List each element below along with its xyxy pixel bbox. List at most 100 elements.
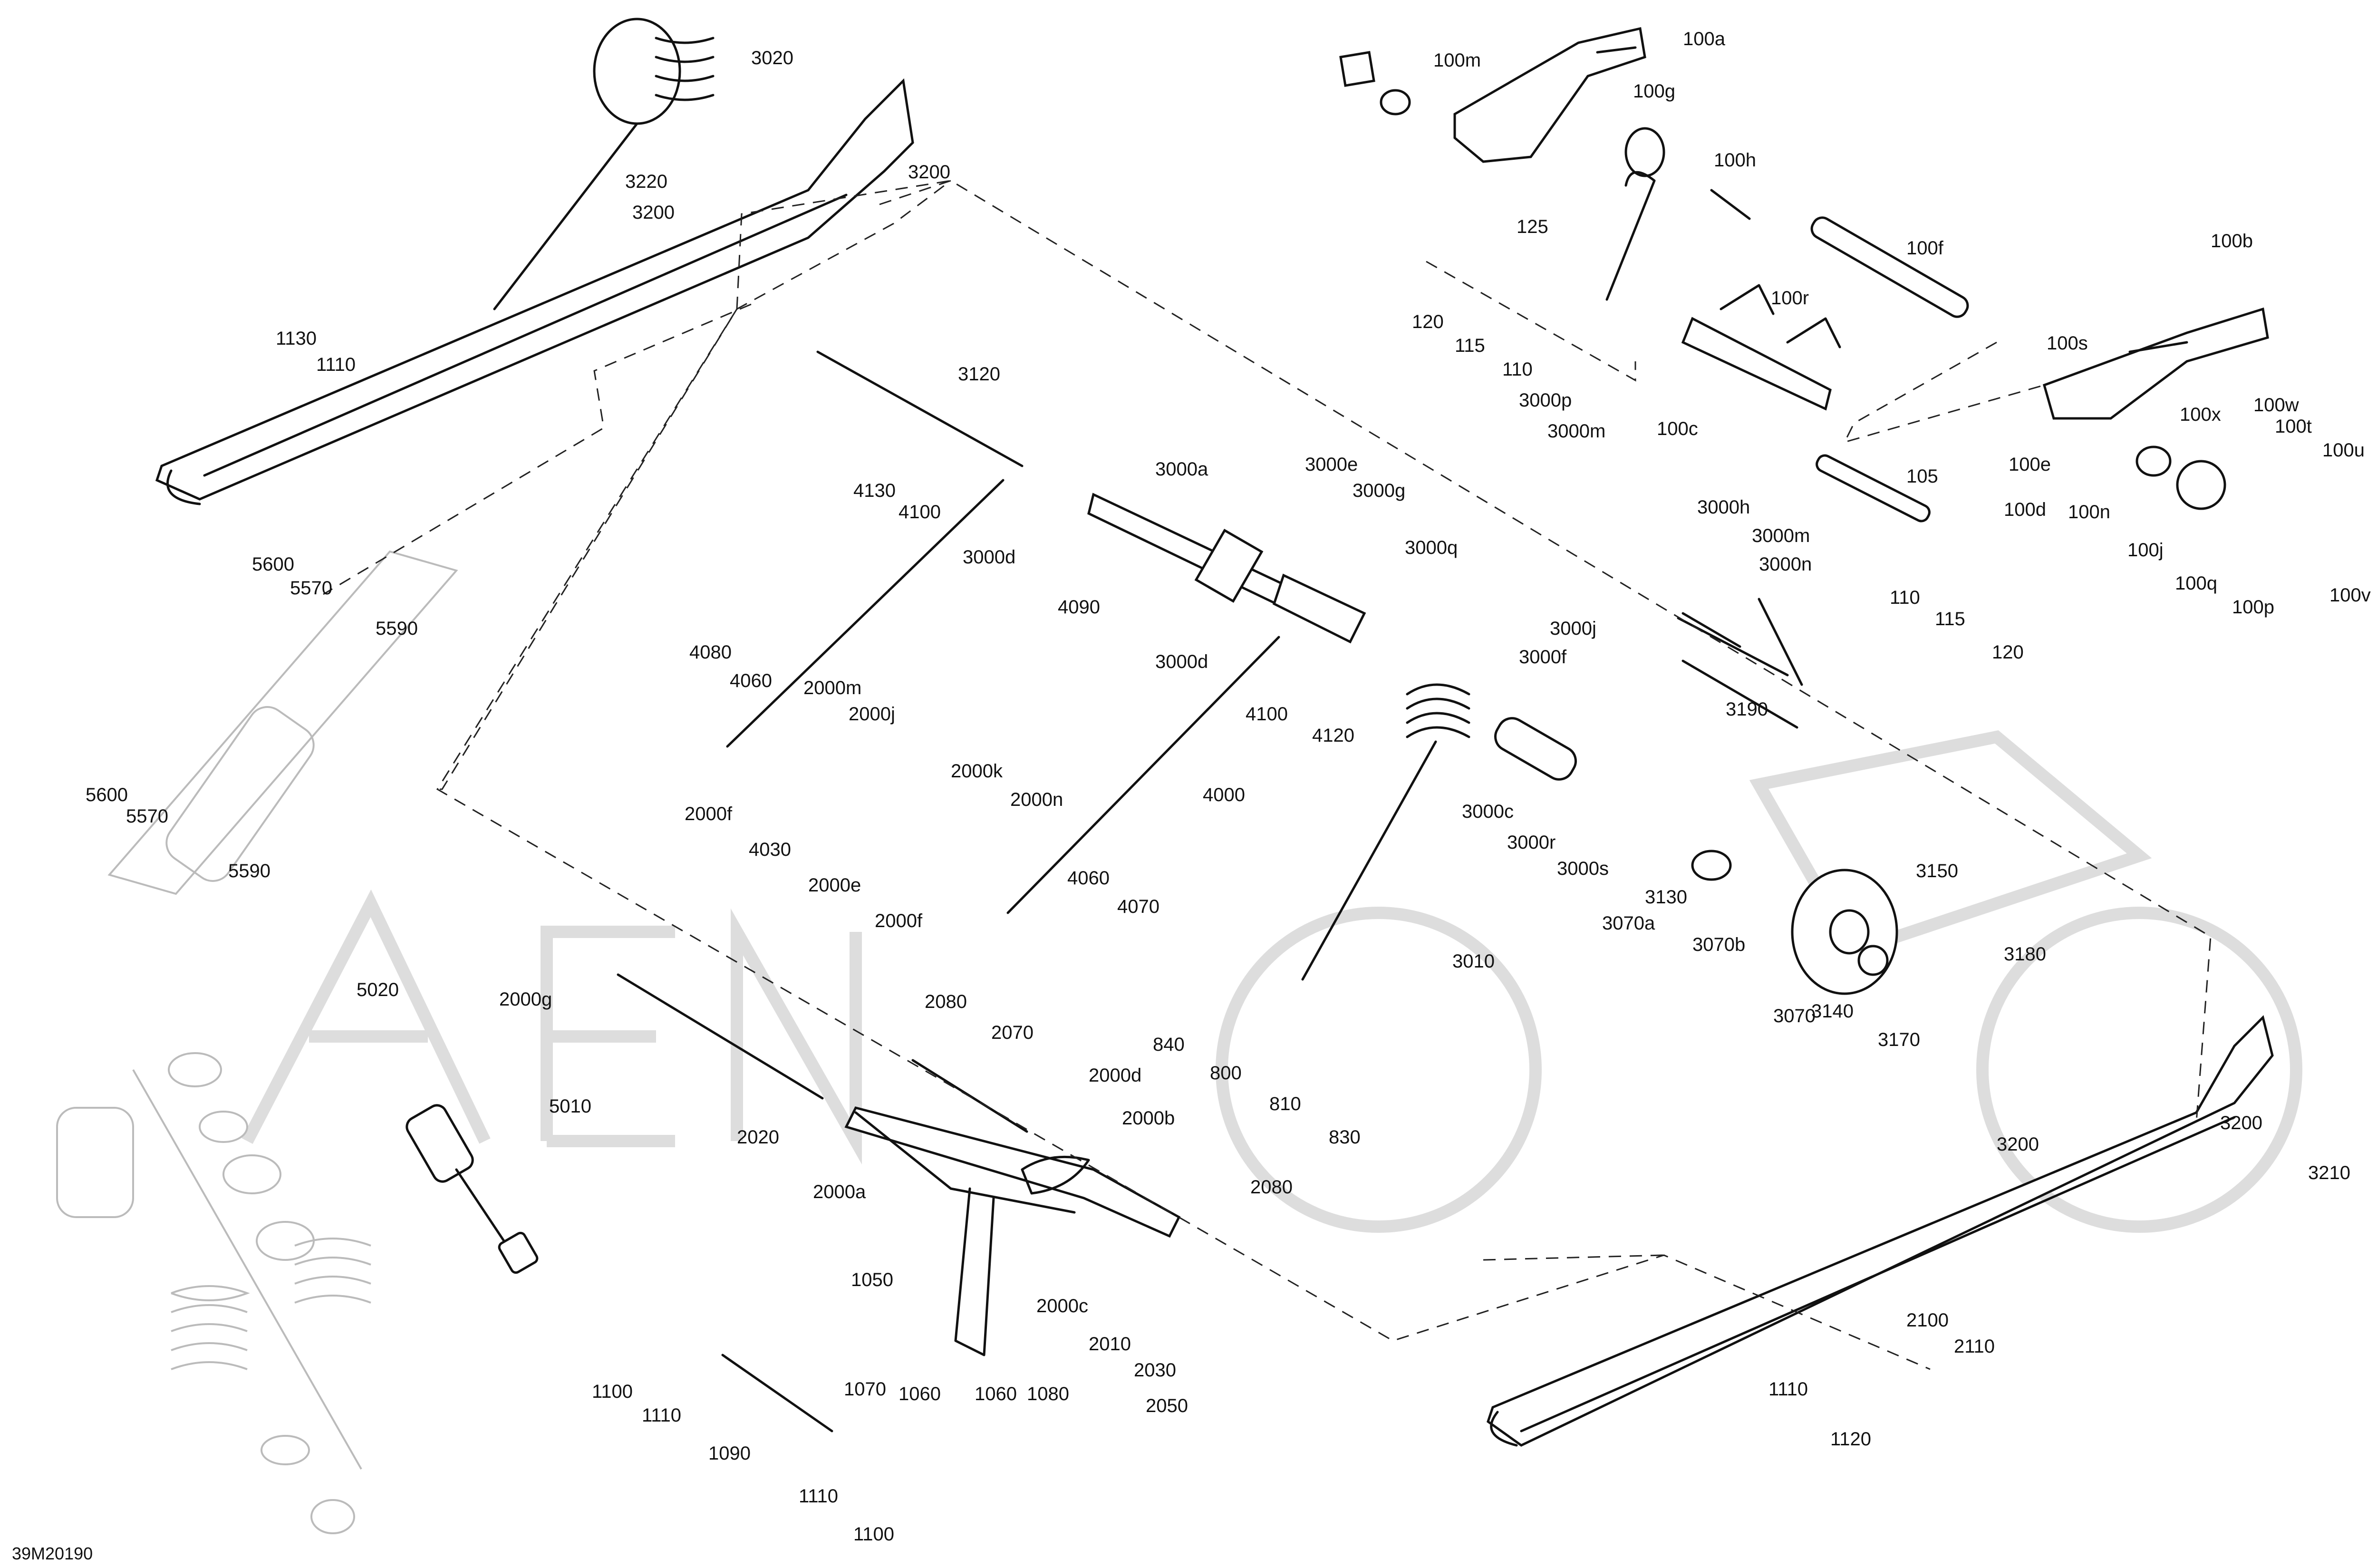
callout-label: 4030	[749, 839, 791, 860]
callout-label: 100v	[2329, 585, 2371, 606]
callout-label: 1110	[642, 1405, 681, 1426]
callout-label: 5600	[86, 784, 128, 805]
front-shock	[406, 1104, 539, 1274]
callout-label: 1080	[1027, 1384, 1069, 1404]
callout-label: 4000	[1203, 784, 1245, 805]
callout-label: 1060	[975, 1384, 1017, 1404]
callout-label: 100h	[1714, 150, 1756, 171]
callout-label: 3000m	[1547, 421, 1605, 442]
callout-label: 3130	[1645, 887, 1687, 908]
idler-wheel	[1691, 850, 1898, 995]
callout-label: 105	[1906, 466, 1938, 487]
callout-label: 2000d	[1089, 1065, 1141, 1086]
callout-label: 100p	[2232, 597, 2274, 618]
callout-label: 4060	[730, 670, 772, 691]
callout-label: 3200	[908, 162, 950, 183]
callout-label: 810	[1269, 1094, 1301, 1114]
callout-label: 3220	[625, 171, 667, 192]
callout-label: 4070	[1117, 896, 1160, 917]
callout-label: 840	[1153, 1034, 1185, 1055]
callout-label: 2000j	[849, 704, 895, 725]
callout-label: 3000j	[1550, 618, 1596, 639]
callout-label: 1050	[851, 1269, 893, 1290]
callout-label: 100t	[2275, 416, 2312, 437]
callout-label: 1100	[592, 1381, 633, 1402]
callout-label: 2000k	[951, 761, 1003, 782]
callout-label: 110	[1502, 359, 1533, 380]
callout-label: 5570	[126, 806, 168, 827]
rear-shock-ghost	[56, 1052, 371, 1534]
callout-label: 3000e	[1305, 454, 1358, 475]
callout-label: 100u	[2322, 440, 2365, 461]
callout-label: 110	[1890, 587, 1920, 608]
callout-label: 5590	[228, 861, 271, 881]
callout-label: 2000a	[813, 1181, 866, 1202]
rear-arm	[844, 1106, 1181, 1356]
callout-label: 100j	[2127, 540, 2164, 561]
callout-label: 3000g	[1353, 480, 1405, 501]
callout-label: 100n	[2068, 502, 2110, 523]
callout-label: 5570	[290, 578, 332, 599]
callout-label: 5590	[376, 618, 418, 639]
callout-label: 100s	[2047, 333, 2088, 354]
drawing-number: 39M20190	[12, 1544, 93, 1563]
callout-labels: 3020 3220 3200 3200 1130 1110 100a 100m …	[12, 29, 2371, 1563]
callout-label: 1090	[708, 1443, 751, 1464]
callout-label: 2030	[1134, 1360, 1176, 1381]
callout-label: 2050	[1146, 1395, 1188, 1416]
callout-label: 1120	[1830, 1429, 1871, 1450]
callout-label: 3000f	[1519, 647, 1567, 668]
callout-label: 100m	[1433, 50, 1481, 71]
callout-label: 2000f	[685, 803, 733, 824]
callout-label: 1060	[899, 1384, 941, 1404]
callout-label: 3000h	[1697, 497, 1750, 518]
callout-label: 800	[1210, 1063, 1242, 1084]
callout-label: 5020	[357, 979, 399, 1000]
callout-label: 100f	[1906, 238, 1944, 259]
callout-label: 2000e	[808, 875, 861, 896]
callout-label: 4100	[1246, 704, 1288, 725]
callout-label: 3020	[751, 48, 793, 68]
callout-label: 1110	[799, 1486, 838, 1507]
callout-label: 5600	[252, 554, 294, 575]
right-rail	[1487, 1015, 2274, 1447]
callout-label: 100b	[2211, 231, 2253, 252]
alignment-lines	[323, 180, 2212, 1370]
callout-label: 3000s	[1557, 858, 1609, 879]
center-cross-shaft	[1087, 493, 1366, 644]
callout-label: 2000b	[1122, 1108, 1175, 1129]
callout-label: 115	[1935, 609, 1965, 629]
callout-label: 3140	[1811, 1001, 1854, 1022]
callout-label: 100w	[2253, 395, 2299, 416]
callout-label: 2100	[1906, 1310, 1949, 1331]
callout-label: 4060	[1067, 868, 1110, 889]
callout-label: 1070	[844, 1379, 886, 1400]
callout-label: 2000f	[875, 910, 923, 931]
callout-label: 1130	[276, 328, 317, 349]
callout-label: 115	[1455, 335, 1485, 356]
callout-label: 100c	[1657, 418, 1698, 439]
callout-label: 3150	[1916, 861, 1958, 881]
callout-label: 2000n	[1010, 789, 1063, 810]
callout-label: 2000c	[1036, 1296, 1088, 1316]
callout-label: 3000r	[1507, 832, 1556, 853]
callout-label: 3200	[632, 202, 675, 223]
callout-label: 830	[1329, 1127, 1361, 1148]
rear-bracket-assembly	[1339, 27, 2269, 523]
callout-label: 3010	[1452, 951, 1495, 972]
callout-label: 3000n	[1759, 554, 1812, 575]
callout-label: 2110	[1954, 1336, 1995, 1357]
callout-label: 3000c	[1462, 801, 1514, 822]
callout-label: 3000p	[1519, 390, 1572, 411]
callout-label: 3000d	[963, 547, 1015, 568]
callout-label: 100x	[2180, 404, 2221, 425]
callout-label: 125	[1517, 216, 1548, 237]
callout-label: 100e	[2009, 454, 2051, 475]
callout-label: 2000m	[803, 678, 861, 698]
callout-label: 2070	[991, 1022, 1034, 1043]
callout-label: 2080	[1250, 1177, 1293, 1198]
front-arm-assembly	[617, 350, 1803, 1432]
callout-label: 3070	[1773, 1006, 1816, 1026]
left-rail	[155, 78, 914, 505]
